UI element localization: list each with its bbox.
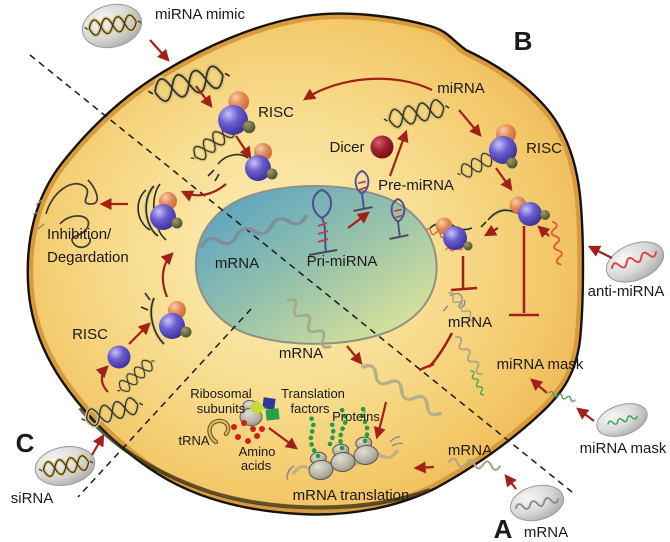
label-translation-line1: Translation xyxy=(281,386,345,401)
label-mrna-mid-right: mRNA xyxy=(448,314,492,331)
risc-mrna-complex-lower-left xyxy=(140,292,192,346)
inhibition-arc-mrna xyxy=(418,332,454,372)
section-label-a: A xyxy=(494,514,513,542)
label-pre-mirna: Pre-miRNA xyxy=(378,177,454,194)
label-ribosomal-line1: Ribosomal xyxy=(190,386,252,401)
degraded-mrna-small xyxy=(442,292,466,312)
label-sirna: siRNA xyxy=(11,490,54,507)
mirna-mimic-vesicle xyxy=(81,3,144,49)
label-translation-line2: factors xyxy=(290,401,330,416)
mrna-vesicle xyxy=(509,484,565,522)
risc-sphere-bottom-left xyxy=(107,345,131,369)
section-divider-2 xyxy=(77,308,252,498)
label-mirna-mask-outer: miRNA mask xyxy=(580,440,667,457)
mrna-translation-site xyxy=(286,401,404,482)
label-risc-top: RISC xyxy=(258,104,294,121)
anti-mirna-vesicle xyxy=(605,241,665,283)
section-label-c: C xyxy=(16,428,35,458)
inhibition-bar-risc-anti xyxy=(450,256,478,292)
section-label-b: B xyxy=(514,26,533,56)
label-inhibition-line2: Degardation xyxy=(47,249,129,266)
sirna-vesicle xyxy=(34,446,96,486)
label-inhibition-line1: Inhibition/ xyxy=(47,226,112,243)
label-mirna-mimic: miRNA mimic xyxy=(155,6,245,23)
label-trna: tRNA xyxy=(178,433,209,448)
label-anti-mirna: anti-miRNA xyxy=(588,283,665,300)
amino-acid-dots xyxy=(231,420,265,444)
nucleus xyxy=(194,185,438,345)
label-mrna-bottom-right: mRNA xyxy=(448,442,492,459)
label-amino-line2: acids xyxy=(241,458,272,473)
label-mrna-below-nucleus: mRNA xyxy=(279,345,323,362)
pri-mirna-hairpin xyxy=(308,188,338,256)
process-arrows xyxy=(91,39,613,490)
protein-chain-1 xyxy=(305,411,321,459)
cell-body xyxy=(26,12,585,516)
mirna-mask-vesicle xyxy=(596,403,648,437)
degraded-rna-tangle xyxy=(32,179,99,249)
dicer-enzyme xyxy=(370,135,394,159)
label-mrna-translation: mRNA translation xyxy=(293,487,410,504)
label-amino-line1: Amino xyxy=(239,444,276,459)
label-proteins: Proteins xyxy=(332,409,380,424)
protein-chain-4 xyxy=(327,419,336,447)
translation-factors-icons xyxy=(249,397,280,421)
risc-complex-loaded-right xyxy=(480,196,550,228)
label-mirna: miRNA xyxy=(437,80,485,97)
risc-complex-right xyxy=(489,124,518,169)
label-mrna-vesicle: mRNA xyxy=(524,524,568,541)
label-risc-left: RISC xyxy=(72,326,108,343)
cell-bottom-shadow xyxy=(78,406,431,510)
label-risc-right: RISC xyxy=(526,140,562,157)
section-divider-1 xyxy=(29,54,573,493)
label-dicer: Dicer xyxy=(329,139,364,156)
protein-chain-3 xyxy=(360,401,370,444)
label-mrna-nucleus: mRNA xyxy=(215,255,259,272)
risc-mrna-complex-left xyxy=(137,183,183,241)
label-mirna-mask-inner: miRNA mask xyxy=(497,356,584,373)
label-pri-mirna: Pri-miRNA xyxy=(307,253,378,270)
trna-icon xyxy=(207,418,231,445)
risc-anti-mirna-complex xyxy=(424,217,473,253)
protein-chain-2 xyxy=(338,407,348,451)
inhibition-bar-risc-right xyxy=(509,226,539,317)
label-ribosomal-line2: subunits xyxy=(197,401,246,416)
